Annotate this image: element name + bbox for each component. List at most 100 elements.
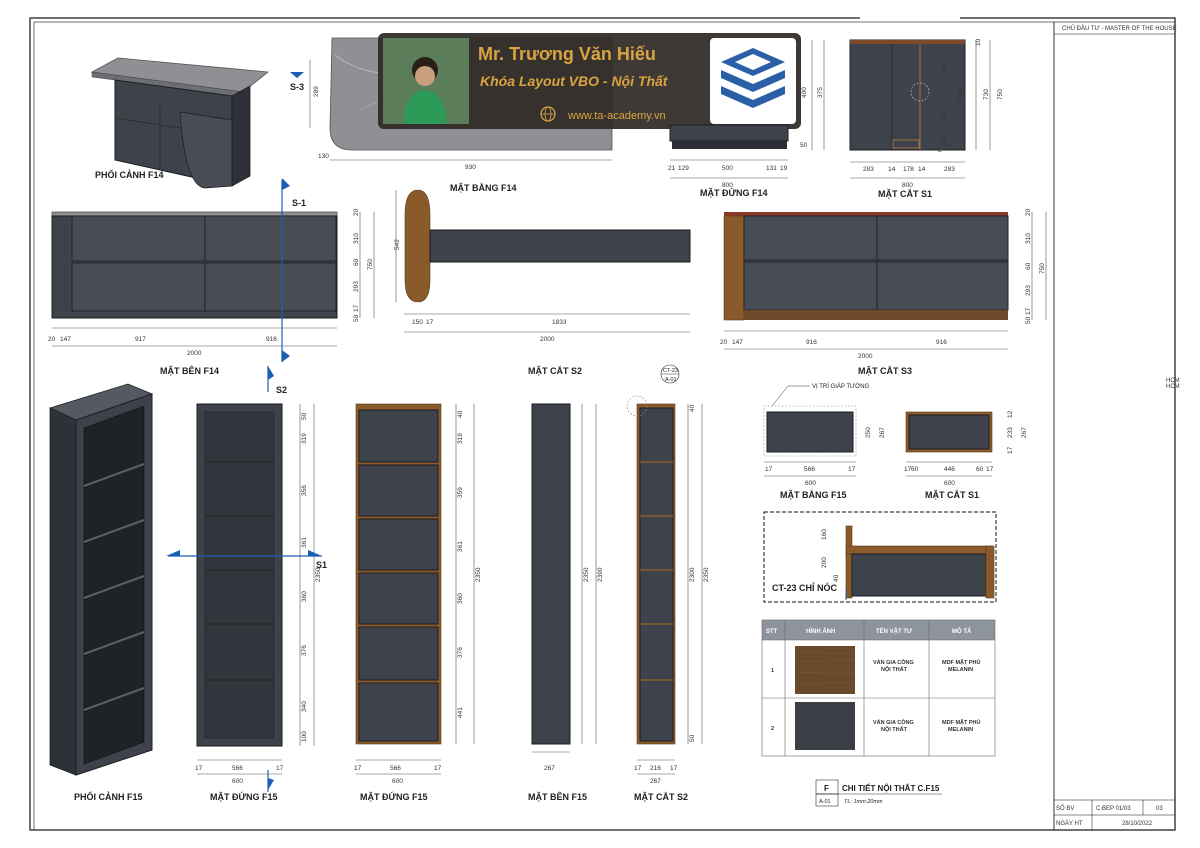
f15-front-a: S2 S1 17 566 17 600 50 319 356 361 360 3… [166,366,327,802]
f15b-h12: 441 [457,707,464,718]
f14-front: 21 129 500 131 19 800 400 375 50 MẶT ĐỨN… [668,40,825,198]
s3-a: 20 [720,339,728,346]
f15-plan-c: 17 [848,466,856,473]
s1-top-h4: 750 [997,89,1004,100]
table-header-name: TÊN VẬT TƯ [876,627,912,635]
s2-H1: 2300 [689,567,696,582]
section-mark-s1: S-1 [292,198,306,208]
f14-side-c: 917 [135,336,146,343]
s2-total: 267 [650,778,661,785]
s2-a: 17 [634,765,642,772]
s1-top-d: 14 [918,166,926,173]
f15b-total: 600 [392,778,403,785]
f15a-h8: 360 [301,591,308,602]
f15-side-w: 267 [544,765,555,772]
s1-a: 17 [904,466,912,473]
s3-h3: 60 [1025,262,1032,270]
detail-letter: F [824,784,829,793]
ct23-a: 160 [821,529,828,540]
s3-h1: 20 [1025,208,1032,216]
s1-c: 446 [944,466,955,473]
s3-h4: 293 [1025,285,1032,296]
banner-name: Mr. Trương Văn Hiếu [478,44,656,64]
banner-website: www.ta-academy.vn [567,110,666,122]
s1-top-total: 800 [902,182,913,189]
f15-side-label: MẶT BÊN F15 [528,791,587,802]
f15-side: 267 2350 2390 MẶT BÊN F15 [528,403,604,802]
f14-front-h3: 50 [800,142,808,149]
f15-plan-h1: 250 [865,427,872,438]
f15b-b: 566 [390,765,401,772]
s2-top-a: 150 [412,319,423,326]
row2-swatch [795,702,855,750]
f15a-H: 2350 [315,567,322,582]
f15-plan-total: 600 [805,480,816,487]
f15-perspective-label: PHỐI CẢNH F15 [74,791,143,802]
s3-h7: 50 [1025,316,1032,324]
f15-side-H1: 2350 [583,567,590,582]
f15b-h2: 319 [457,433,464,444]
f15-side-H2: 2390 [597,567,604,582]
logo-stack-icon [721,48,785,108]
f15a-h0: 50 [301,412,308,420]
f14-side-h4: 293 [353,281,360,292]
s2-section-top: 150 17 1833 2000 542 MẶT CẮT S2 [394,189,691,376]
s1-top-h2: 330 [941,64,948,75]
section-mark-s3: S-3 [290,82,304,92]
s1-top-label: MẶT CẮT S1 [878,189,932,199]
row1-swatch [795,646,855,694]
s1-top-c: 178 [903,166,914,173]
f15b-h0: 40 [457,410,464,418]
detail-title: CHI TIẾT NỘI THẤT C.F15 [842,783,940,793]
s1-top-b: 14 [888,166,896,173]
s1-top-e: 283 [944,166,955,173]
f14-perspective-label: PHỐI CẢNH F14 [95,169,164,180]
table-header-stt: STT [766,629,778,635]
s3-section: 20 147 916 916 2000 20 310 60 293 750 17… [720,208,1047,376]
s1-h4: 17 [1007,446,1014,454]
owner-label: CHỦ ĐẦU TƯ - MASTER OF THE HOUSE [1062,25,1177,32]
row2-desc-line1: MDF MẶT PHỦ [942,719,981,726]
wall-note: VỊ TRÍ GIÁP TƯỜNG [812,383,870,390]
f15-front-b-label: MẶT ĐỨNG F15 [360,791,427,802]
ct23-b: 200 [821,557,828,568]
s1-section: 17 60 446 60 17 600 12 233 267 17 MẶT CẮ… [904,410,1028,500]
f15-front-a-label: MẶT ĐỨNG F15 [210,791,277,802]
f14-front-d: 131 [766,165,777,172]
s1-top-h3: 730 [983,89,990,100]
detail-reference: F CHI TIẾT NỘI THẤT C.F15 A-01 TL: 1mm:2… [815,779,942,807]
f15b-a: 17 [354,765,362,772]
s2-b: 216 [650,765,661,772]
row1-desc-line2: MELANIN [948,667,973,673]
s1-top-h7: 20 [941,137,948,145]
f15a-h2: 319 [301,433,308,444]
f14-side-b: 147 [60,336,71,343]
f15a-b: 566 [232,765,243,772]
f15a-h10: 376 [301,645,308,656]
f14-front-a: 21 [668,165,676,172]
f14-side-h7: 50 [353,314,360,322]
s2-h1: 40 [689,404,696,412]
ct23-c: 40 [833,574,840,582]
f14-side-h3: 60 [353,258,360,266]
s1-e: 17 [986,466,994,473]
f15-perspective: PHỐI CẢNH F15 [48,383,154,802]
s1-top-h1: 10 [975,38,982,46]
row1-desc-line1: MDF MẶT PHỦ [942,659,981,666]
row2-desc-line2: MELANIN [948,727,973,733]
f15-plan-a: 17 [765,466,773,473]
table-header-desc: MÔ TẢ [952,627,972,635]
instructor-banner: Mr. Trương Văn Hiếu Khóa Layout VBO - Nộ… [378,33,801,129]
side-note-1: HCM [1166,378,1180,384]
s3-total: 2000 [858,353,873,360]
s3-c: 916 [806,339,817,346]
f14-front-h2: 375 [817,87,824,98]
s1-top-a: 283 [863,166,874,173]
f15a-h12: 340 [301,701,308,712]
f14-side-total: 2000 [187,350,202,357]
f15-plan-label: MẶT BẰNG F15 [780,490,847,500]
date-value: 28/10/2022 [1122,821,1153,827]
s1-b: 60 [911,466,919,473]
s1-total: 600 [944,480,955,487]
